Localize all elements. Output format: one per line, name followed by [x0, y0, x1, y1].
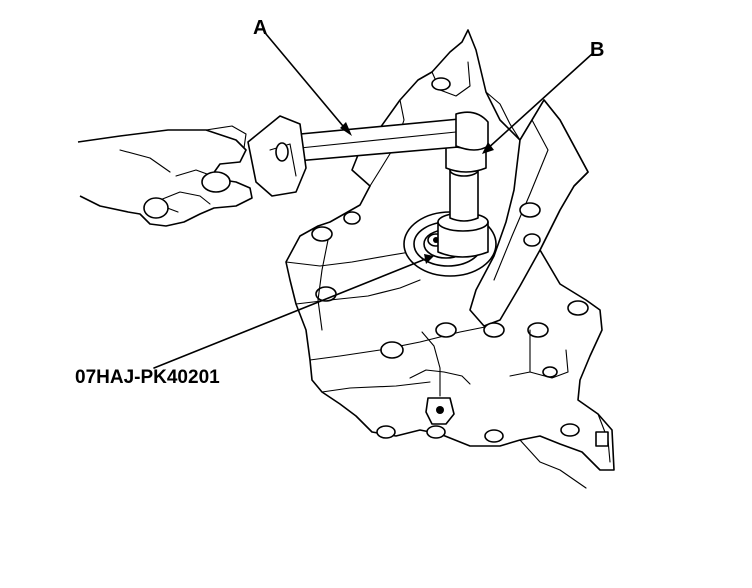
callout-label-a: A [253, 17, 268, 39]
leader-arrow-a [340, 122, 352, 136]
leader-line-a [265, 33, 349, 133]
tool-number-label: 07HAJ-PK40201 [75, 367, 220, 388]
leader-lines [153, 33, 593, 369]
leader-line-b [485, 53, 593, 151]
leader-line-tool [153, 257, 429, 369]
wrench [247, 111, 489, 197]
callout-label-b: B [590, 39, 605, 61]
leader-arrow-b [482, 142, 494, 154]
hand [77, 125, 253, 227]
leader-arrow-tool [424, 254, 434, 264]
